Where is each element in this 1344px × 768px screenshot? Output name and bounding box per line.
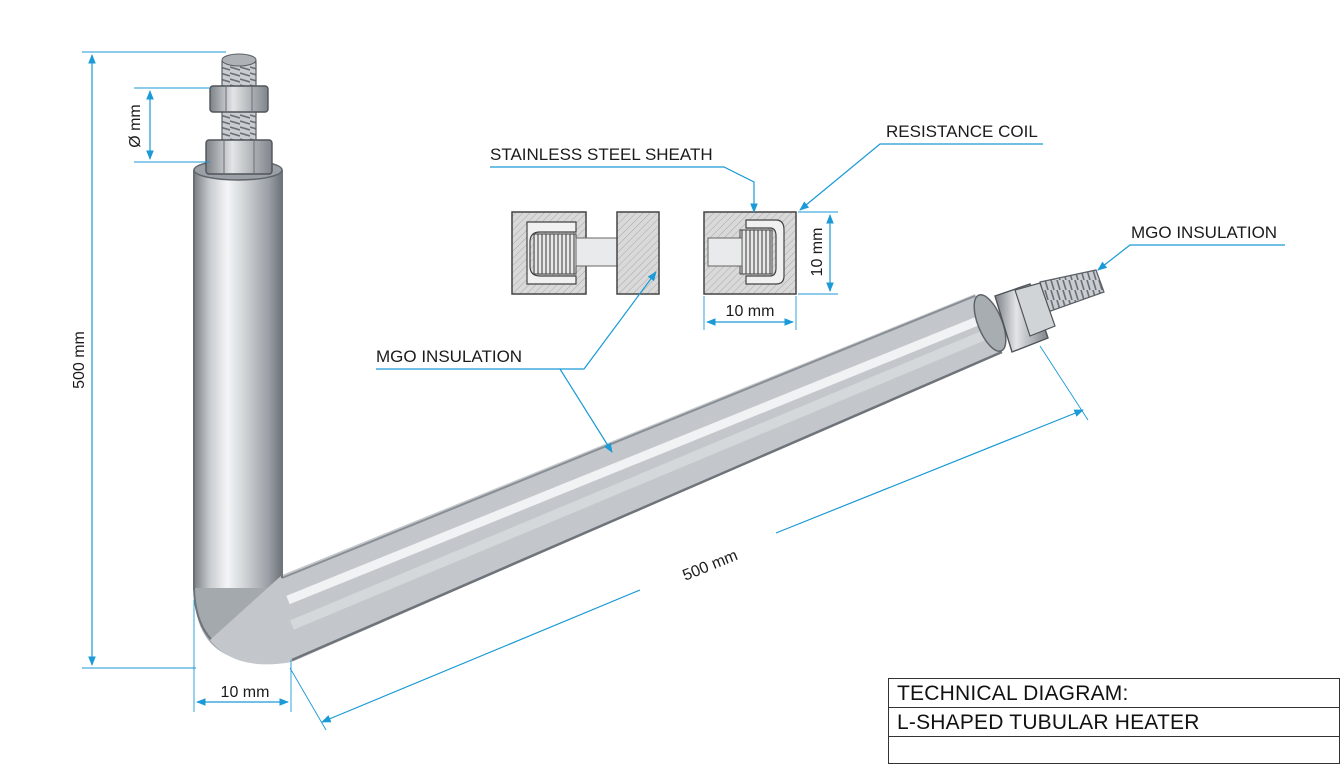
cross-section-left [511,211,660,295]
title-line-2: L-SHAPED TUBULAR HEATER [889,708,1339,737]
dim-tube-width: 10 mm [221,684,270,701]
title-line-1: TECHNICAL DIAGRAM: [889,679,1339,708]
title-block: TECHNICAL DIAGRAM: L-SHAPED TUBULAR HEAT… [888,678,1340,764]
title-line-3 [889,737,1339,763]
cross-section-right [703,211,797,295]
dim-section-width: 10 mm [726,303,775,320]
dimension-lines [82,51,1089,731]
top-terminal [205,53,273,175]
callout-leaders [376,143,1285,453]
label-mgo-insulation-tube: MGO INSULATION [376,347,522,366]
dim-thread-diameter: Ø mm [127,104,144,148]
dim-section-height: 10 mm [809,228,826,277]
label-stainless-steel-sheath: STAINLESS STEEL SHEATH [490,145,713,164]
label-mgo-insulation-terminal: MGO INSULATION [1131,223,1277,242]
right-terminal [994,269,1105,353]
dim-horizontal-length: 500 mm [680,547,740,584]
heater-tube [193,159,1007,665]
dim-vertical-length: 500 mm [71,331,88,389]
label-resistance-coil: RESISTANCE COIL [886,122,1038,141]
